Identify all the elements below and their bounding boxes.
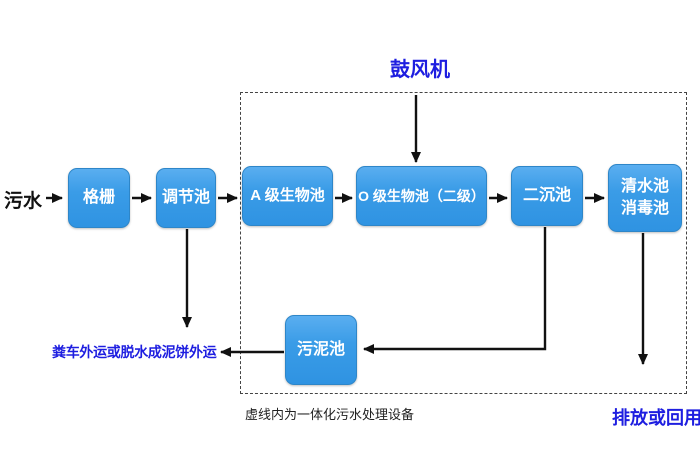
- label-air-blower: 鼓风机: [390, 59, 450, 81]
- label-sludge-disposal: 粪车外运或脱水成泥饼外运: [52, 344, 217, 360]
- label-influent-sewage: 污水: [4, 191, 43, 212]
- label-dashed-box-caption: 虚线内为一体化污水处理设备: [245, 407, 415, 422]
- integrated-equipment-dashed-boundary: [240, 92, 687, 394]
- node-regulating-tank: 调节池: [156, 168, 216, 228]
- node-clear-water-disinfection-tank: 清水池 消毒池: [608, 164, 682, 232]
- node-o-stage-bio-tank: O 级生物池（二级）: [356, 166, 487, 226]
- node-a-stage-bio-tank: A 级生物池: [242, 166, 333, 226]
- node-bar-screen: 格栅: [68, 168, 130, 228]
- node-sludge-tank: 污泥池: [285, 315, 357, 385]
- node-secondary-sedimentation-tank: 二沉池: [511, 166, 583, 226]
- label-discharge-or-reuse: 排放或回用: [612, 408, 700, 428]
